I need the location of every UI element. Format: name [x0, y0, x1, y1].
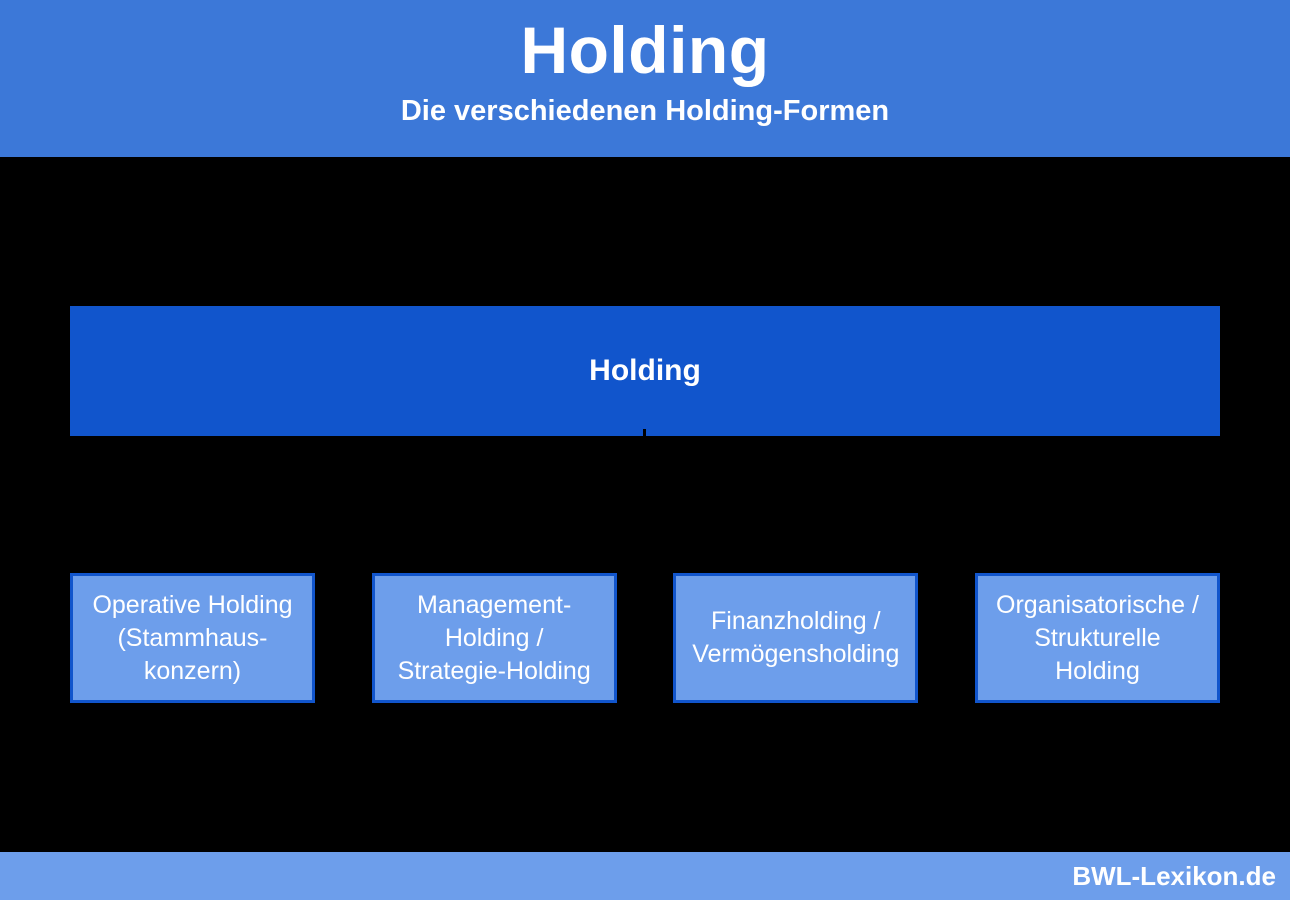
node-operative-holding: Operative Holding (Stammhaus- konzern) [70, 573, 315, 703]
node-holding-root-label: Holding [589, 354, 701, 387]
node-organisatorische-holding: Organisatorische / Strukturelle Holding [974, 573, 1220, 703]
node-management-holding: Management- Holding / Strategie-Holding [371, 573, 617, 703]
node-holding-root: Holding [70, 306, 1220, 436]
node-finanzholding: Finanzholding / Vermögensholding [673, 573, 919, 703]
header-banner: Holding Die verschiedenen Holding-Formen [0, 0, 1290, 157]
page-subtitle: Die verschiedenen Holding-Formen [400, 94, 890, 127]
footer-brand: BWL-Lexikon.de [1072, 860, 1276, 891]
children-row: Operative Holding (Stammhaus- konzern) M… [70, 573, 1220, 703]
node-finanzholding-label: Finanzholding / Vermögensholding [692, 607, 900, 668]
connector-tick-root [643, 429, 646, 442]
footer-bar: BWL-Lexikon.de [0, 852, 1290, 900]
node-management-holding-label: Management- Holding / Strategie-Holding [397, 590, 591, 685]
page-title: Holding [520, 13, 770, 88]
node-organisatorische-holding-label: Organisatorische / Strukturelle Holding [996, 590, 1199, 685]
diagram-canvas: Holding Operative Holding (Stammhaus- ko… [0, 157, 1290, 852]
node-operative-holding-label: Operative Holding (Stammhaus- konzern) [92, 590, 293, 685]
